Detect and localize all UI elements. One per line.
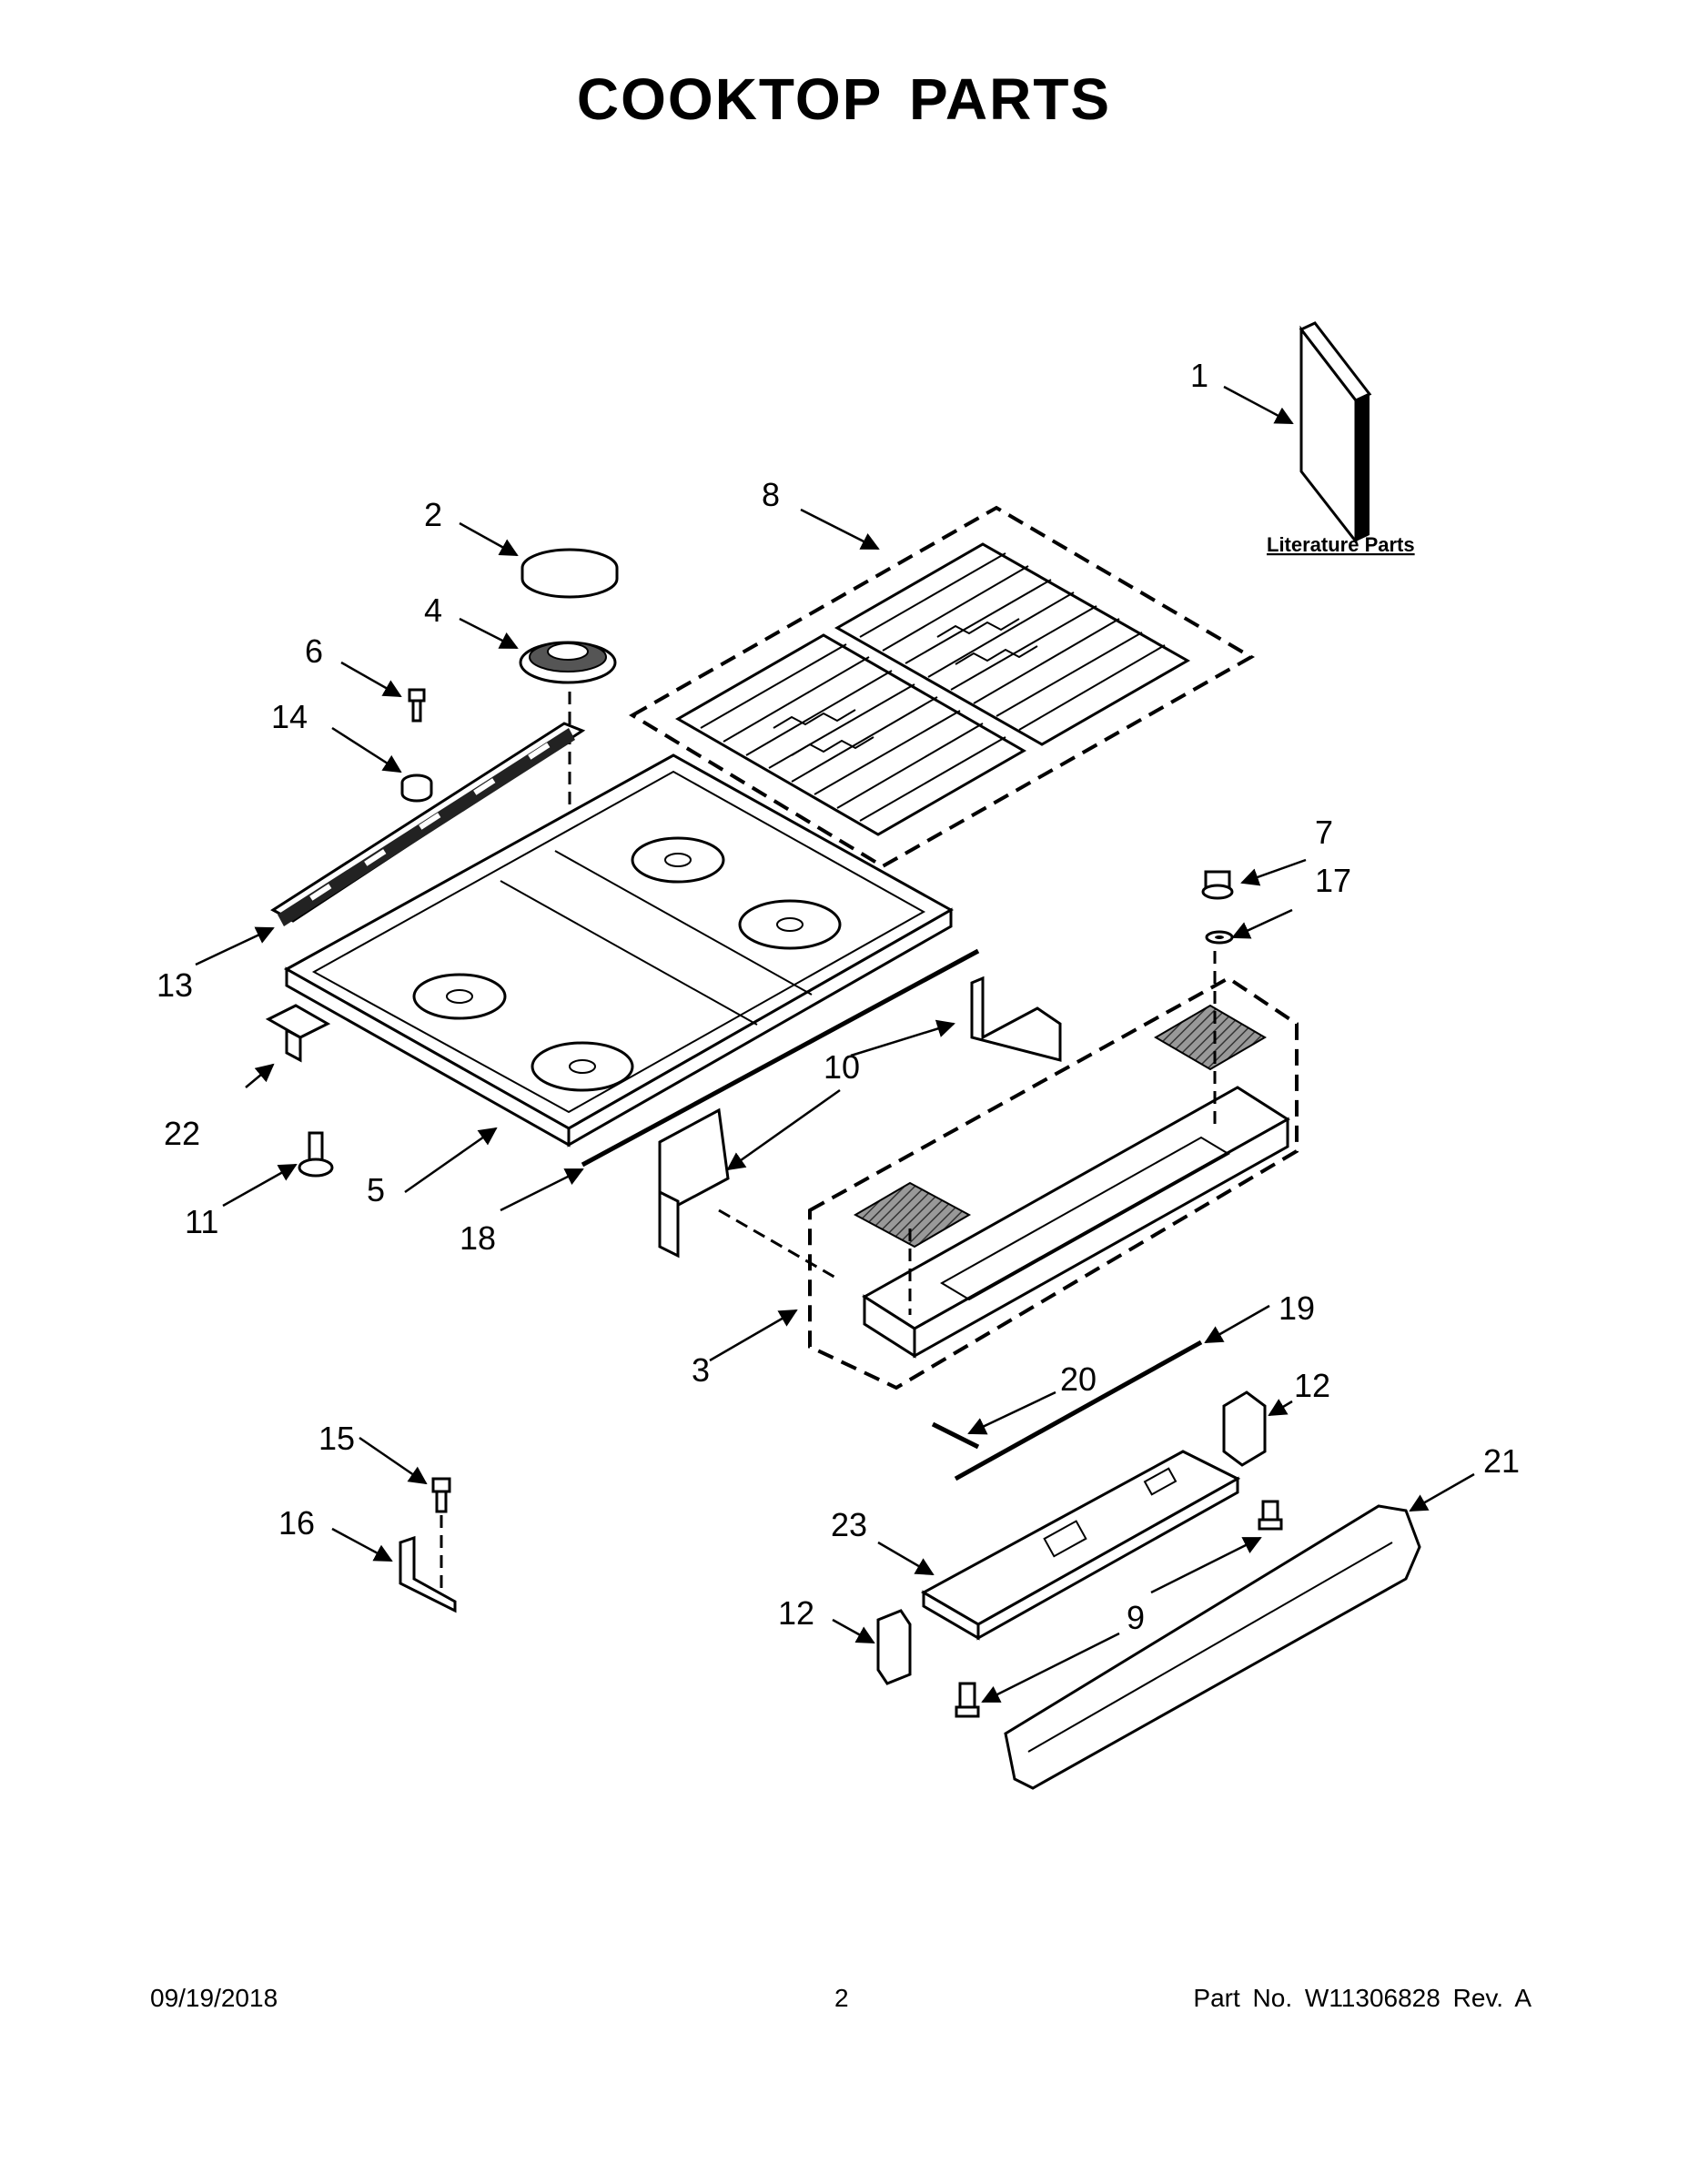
footer-page-number: 2 — [834, 1984, 849, 2012]
callout-11: 11 — [185, 1203, 218, 1240]
burner-base — [519, 641, 617, 684]
panel-insulation-right — [1154, 1004, 1267, 1071]
grommet-14 — [400, 774, 433, 803]
control-knob — [1201, 870, 1234, 900]
leader-arrows — [195, 385, 1475, 1704]
bracket-12-right — [1222, 1390, 1267, 1467]
callout-23: 23 — [831, 1506, 867, 1543]
callout-4: 4 — [424, 592, 442, 629]
callout-19: 19 — [1279, 1289, 1315, 1327]
bracket-12-left — [876, 1609, 912, 1685]
cooktop-main — [283, 753, 955, 1148]
callout-13: 13 — [157, 966, 193, 1004]
screw-9-upper — [1258, 1500, 1283, 1531]
burner-port-group — [412, 836, 842, 1092]
side-bracket-upper — [970, 976, 1062, 1062]
grates-group-outline — [629, 505, 1256, 869]
callout-22: 22 — [164, 1115, 200, 1152]
callout-2: 2 — [424, 496, 442, 533]
callout-3: 3 — [692, 1351, 710, 1389]
callout-15: 15 — [318, 1420, 355, 1457]
literature-booklet — [1299, 321, 1372, 546]
callout-8: 8 — [762, 476, 780, 513]
panel-insulation-left — [853, 1181, 972, 1249]
burner-cap — [521, 548, 619, 599]
callout-6: 6 — [305, 632, 323, 670]
knob-washer — [1205, 930, 1234, 945]
callout-21: 21 — [1483, 1442, 1520, 1480]
footer-part-number: Part No. W11306828 Rev. A — [1193, 1984, 1531, 2012]
control-panel — [853, 951, 1290, 1359]
screw-15 — [431, 1477, 451, 1513]
callout-5: 5 — [367, 1171, 385, 1208]
callout-7: 7 — [1315, 814, 1333, 851]
bracket-22 — [265, 1004, 331, 1063]
control-box — [920, 1450, 1241, 1641]
control-panel-group-outline — [808, 976, 1299, 1390]
grate-left — [674, 633, 1027, 836]
rod-20 — [931, 1421, 980, 1450]
callout-1: 1 — [1190, 357, 1208, 394]
screw-9-lower — [955, 1682, 980, 1718]
callout-18: 18 — [460, 1219, 496, 1257]
gasket-strip-18 — [581, 948, 980, 1168]
callout-17: 17 — [1315, 862, 1351, 899]
callout-labels: 1 2 3 4 5 6 7 8 9 10 11 12 12 13 14 15 1… — [157, 357, 1520, 1636]
callout-16: 16 — [278, 1504, 315, 1542]
callout-12-left: 12 — [778, 1594, 814, 1632]
callout-12-right: 12 — [1294, 1367, 1330, 1404]
vent-trim — [270, 722, 586, 926]
callout-10: 10 — [824, 1048, 860, 1086]
grate-right — [834, 542, 1191, 746]
orifice-11 — [298, 1131, 334, 1178]
callout-14: 14 — [271, 698, 308, 735]
lower-trim-21 — [1004, 1504, 1421, 1790]
callout-9: 9 — [1127, 1599, 1145, 1636]
page-title: COOKTOP PARTS — [576, 66, 1112, 132]
callout-20: 20 — [1060, 1360, 1097, 1398]
footer-date: 09/19/2018 — [150, 1984, 278, 2012]
rod-19 — [954, 1340, 1203, 1481]
literature-parts-label: Literature Parts — [1267, 533, 1415, 556]
screw-6 — [408, 688, 426, 723]
side-bracket-lower — [658, 1107, 730, 1259]
bracket-16 — [399, 1535, 457, 1613]
